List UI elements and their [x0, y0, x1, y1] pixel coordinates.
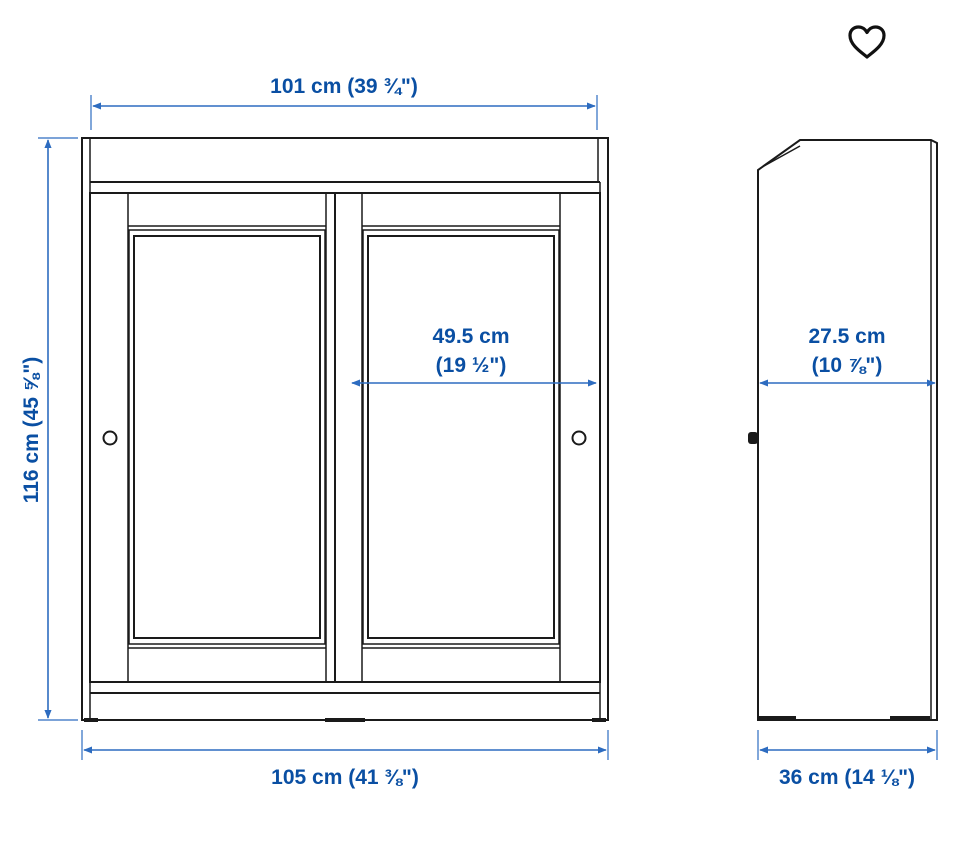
inner-depth-cm-label: 27.5 cm — [808, 325, 885, 348]
left-door — [89, 192, 336, 683]
door-width-in-label: (19 ½") — [436, 354, 507, 377]
door-width-dimension: 49.5 cm (19 ½") — [351, 325, 597, 387]
height-dimension: 116 cm (45 ⅝") — [20, 137, 78, 721]
left-door-knob — [102, 430, 118, 446]
favorite-button[interactable] — [844, 20, 890, 64]
heart-outline-icon — [848, 25, 886, 59]
depth-label: 36 cm (14 ⅛") — [779, 766, 915, 789]
top-width-label: 101 cm (39 ¾") — [270, 75, 418, 98]
right-door-knob — [571, 430, 587, 446]
height-label: 116 cm (45 ⅝") — [20, 357, 43, 504]
door-width-cm-label: 49.5 cm — [432, 325, 509, 348]
side-knob — [748, 432, 758, 444]
top-width-dimension: 101 cm (39 ¾") — [90, 75, 598, 130]
bottom-width-label: 105 cm (41 ⅜") — [271, 766, 419, 789]
right-door — [334, 192, 601, 683]
inner-depth-in-label: (10 ⅞") — [812, 354, 883, 377]
side-view-cabinet — [748, 139, 938, 721]
depth-dimension: 36 cm (14 ⅛") — [757, 730, 938, 789]
front-view-cabinet — [81, 137, 609, 722]
bottom-width-dimension: 105 cm (41 ⅜") — [81, 730, 609, 789]
inner-depth-dimension: 27.5 cm (10 ⅞") — [759, 325, 936, 387]
